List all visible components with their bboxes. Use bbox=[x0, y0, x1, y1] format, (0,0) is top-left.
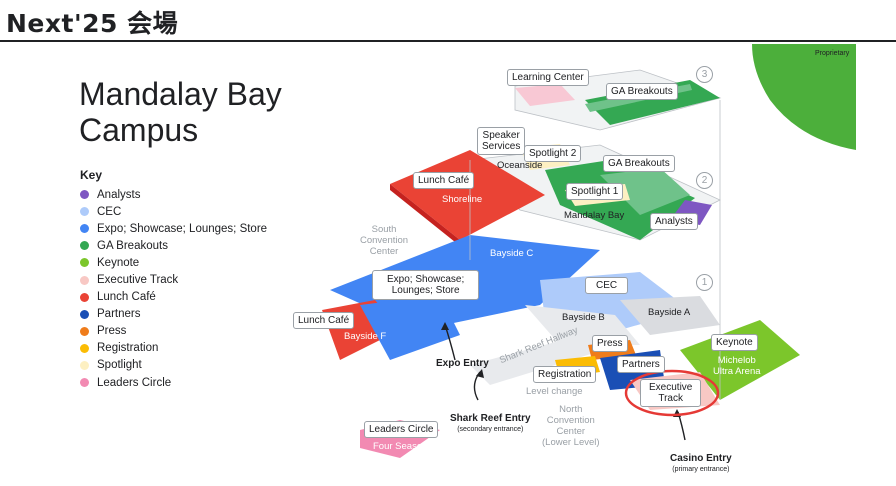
keynote-label[interactable]: Keynote bbox=[711, 334, 758, 351]
page-title: Next'25 会場 bbox=[6, 9, 179, 38]
legend-color-dot bbox=[80, 343, 89, 353]
legend-item: Leaders Circle bbox=[80, 374, 267, 391]
leaders-circle-label[interactable]: Leaders Circle bbox=[364, 421, 439, 438]
level-1-marker: 1 bbox=[696, 274, 713, 291]
shark-reef-hallway bbox=[470, 330, 620, 385]
ga-breakouts-top-label[interactable]: GA Breakouts bbox=[606, 83, 678, 100]
legend-label: Partners bbox=[97, 308, 141, 321]
lunch-cafe-top-label[interactable]: Lunch Café bbox=[413, 172, 475, 189]
shoreline-label: Shoreline bbox=[442, 194, 483, 205]
press-label[interactable]: Press bbox=[592, 335, 628, 352]
legend-label: Spotlight bbox=[97, 359, 142, 372]
ga-breakouts-top-area bbox=[585, 80, 720, 125]
legend-color-dot bbox=[80, 207, 89, 217]
casino-entry-subtitle: (primary entrance) bbox=[672, 466, 730, 473]
key-title: Key bbox=[80, 168, 103, 182]
legend-color-dot bbox=[80, 190, 89, 200]
legend-item: Press bbox=[80, 323, 267, 340]
legend-color-dot bbox=[80, 378, 89, 388]
legend-item: Lunch Café bbox=[80, 289, 267, 306]
spotlight-1-label[interactable]: Spotlight 1 bbox=[566, 183, 624, 200]
spotlight-2-label[interactable]: Spotlight 2 bbox=[524, 145, 582, 162]
legend-item: Keynote bbox=[80, 254, 267, 271]
shark-reef-entry-title: Shark Reef Entry bbox=[450, 413, 531, 424]
legend-label: Leaders Circle bbox=[97, 376, 172, 389]
level-2-marker: 2 bbox=[696, 172, 713, 189]
bayside-a-area bbox=[620, 296, 720, 335]
legend-item: GA Breakouts bbox=[80, 237, 267, 254]
expo-hall-front bbox=[360, 295, 460, 360]
legend-color-dot bbox=[80, 224, 89, 234]
learning-center-label[interactable]: Learning Center bbox=[507, 69, 589, 86]
legend-item: CEC bbox=[80, 203, 267, 220]
legend-color-dot bbox=[80, 360, 89, 370]
legend-color-dot bbox=[80, 258, 89, 268]
shark-reef-entry-label: Shark Reef Entry (secondary entrance) bbox=[450, 402, 531, 446]
legend-label: Lunch Café bbox=[97, 291, 156, 304]
shark-reef-entry-subtitle: (secondary entrance) bbox=[457, 426, 524, 433]
legend-item: Partners bbox=[80, 306, 267, 323]
legend-label: Expo; Showcase; Lounges; Store bbox=[97, 222, 268, 235]
lunch-cafe-bottom-label[interactable]: Lunch Café bbox=[293, 312, 355, 329]
casino-entry-title: Casino Entry bbox=[670, 453, 732, 464]
expo-label[interactable]: Expo; Showcase; Lounges; Store bbox=[372, 270, 480, 300]
campus-title: Mandalay Bay Campus bbox=[79, 76, 282, 148]
executive-track-label[interactable]: Executive Track bbox=[640, 379, 702, 407]
proprietary-note: Proprietary bbox=[815, 50, 850, 57]
executive-track-highlight bbox=[624, 369, 720, 417]
bayside-c-label: Bayside C bbox=[490, 248, 534, 259]
legend-color-dot bbox=[80, 326, 89, 336]
partners-label[interactable]: Partners bbox=[617, 356, 665, 373]
page-header: Next'25 会場 bbox=[0, 0, 896, 42]
bayside-b-label: Bayside B bbox=[562, 312, 605, 323]
oceanside-label: Oceanside bbox=[497, 160, 543, 171]
four-seasons-label: Four Seasons bbox=[373, 441, 433, 452]
michelob-label: Michelob Ultra Arena bbox=[713, 355, 761, 377]
legend-item: Executive Track bbox=[80, 271, 267, 288]
casino-entry-label: Casino Entry (primary entrance) bbox=[670, 442, 732, 486]
legend-item: Expo; Showcase; Lounges; Store bbox=[80, 220, 267, 237]
level-3-marker: 3 bbox=[696, 66, 713, 83]
learning-center-area bbox=[515, 84, 575, 106]
legend-item: Spotlight bbox=[80, 357, 267, 374]
legend-item: Registration bbox=[80, 340, 267, 357]
legend-label: Press bbox=[97, 325, 127, 338]
level-change-label: Level change bbox=[526, 386, 583, 397]
legend-label: Keynote bbox=[97, 256, 140, 269]
mandalay-bay-label: Mandalay Bay bbox=[564, 210, 625, 221]
bayside-f-label: Bayside F bbox=[344, 331, 387, 342]
legend-item: Analysts bbox=[80, 186, 267, 203]
cec-label[interactable]: CEC bbox=[585, 277, 629, 294]
legend-label: Registration bbox=[97, 342, 159, 355]
analysts-label[interactable]: Analysts bbox=[650, 213, 698, 230]
legend-label: Analysts bbox=[97, 188, 141, 201]
legend-color-dot bbox=[80, 241, 89, 251]
legend-color-dot bbox=[80, 309, 89, 319]
expo-entry-label: Expo Entry bbox=[436, 358, 489, 369]
legend-color-dot bbox=[80, 275, 89, 285]
bayside-a-label: Bayside A bbox=[648, 307, 691, 318]
ga-breakouts-mid-label[interactable]: GA Breakouts bbox=[603, 155, 675, 172]
north-convention-label: North Convention Center (Lower Level) bbox=[542, 404, 600, 448]
legend-label: GA Breakouts bbox=[97, 239, 168, 252]
decorative-green-shape bbox=[752, 44, 856, 150]
legend-label: CEC bbox=[97, 205, 122, 218]
south-convention-label: South Convention Center bbox=[360, 224, 409, 257]
legend-color-dot bbox=[80, 292, 89, 302]
speaker-services-label[interactable]: Speaker Services bbox=[477, 127, 526, 155]
registration-label[interactable]: Registration bbox=[533, 366, 597, 383]
legend-label: Executive Track bbox=[97, 274, 179, 287]
